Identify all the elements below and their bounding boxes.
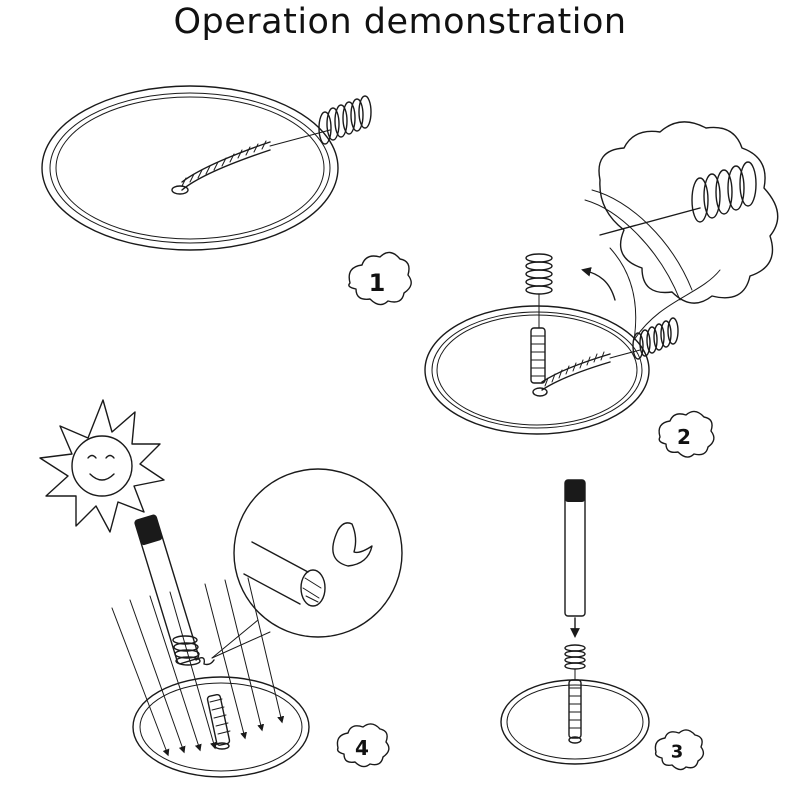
element-wire-step-1	[171, 129, 331, 195]
step-1-badge: 1	[348, 251, 412, 306]
step-number-4: 4	[355, 736, 369, 760]
step-4-badge: 4	[336, 723, 390, 768]
step-3-badge: 3	[654, 729, 705, 771]
ring-step-3	[500, 679, 650, 765]
post-step-2	[530, 327, 546, 384]
spring-lifted-step-2	[525, 253, 553, 329]
ring-step-2	[424, 305, 650, 435]
step-2-illustration	[424, 121, 779, 435]
step-1-illustration	[41, 85, 372, 251]
element-wire-step-2	[532, 349, 641, 397]
curved-arrow-icon	[581, 267, 616, 301]
ring-step-4	[132, 676, 310, 778]
lighter-rod-step-3	[564, 479, 586, 617]
light-rays-step-4	[111, 577, 285, 757]
post-step-4	[206, 693, 231, 750]
flame-icon	[332, 522, 373, 567]
magnifier-callout-step-4	[211, 468, 403, 659]
spring-step-3	[564, 644, 586, 681]
page-title: Operation demonstration	[173, 2, 627, 42]
smiling-sun-icon	[39, 399, 165, 533]
ring-step-1	[41, 85, 339, 251]
step-number-3: 3	[671, 742, 684, 763]
spring-coil-step-1	[318, 95, 372, 145]
step-number-2: 2	[677, 425, 691, 449]
spring-step-4	[172, 635, 215, 666]
post-step-3	[568, 679, 582, 744]
magnifier-callout-step-2	[584, 121, 779, 341]
step-2-badge: 2	[658, 410, 715, 458]
step-3-illustration	[500, 479, 650, 765]
lighter-rod-step-4	[134, 514, 200, 665]
spring-coil-step-2	[632, 317, 679, 360]
step-4-illustration	[39, 399, 403, 778]
step-number-1: 1	[369, 269, 386, 297]
